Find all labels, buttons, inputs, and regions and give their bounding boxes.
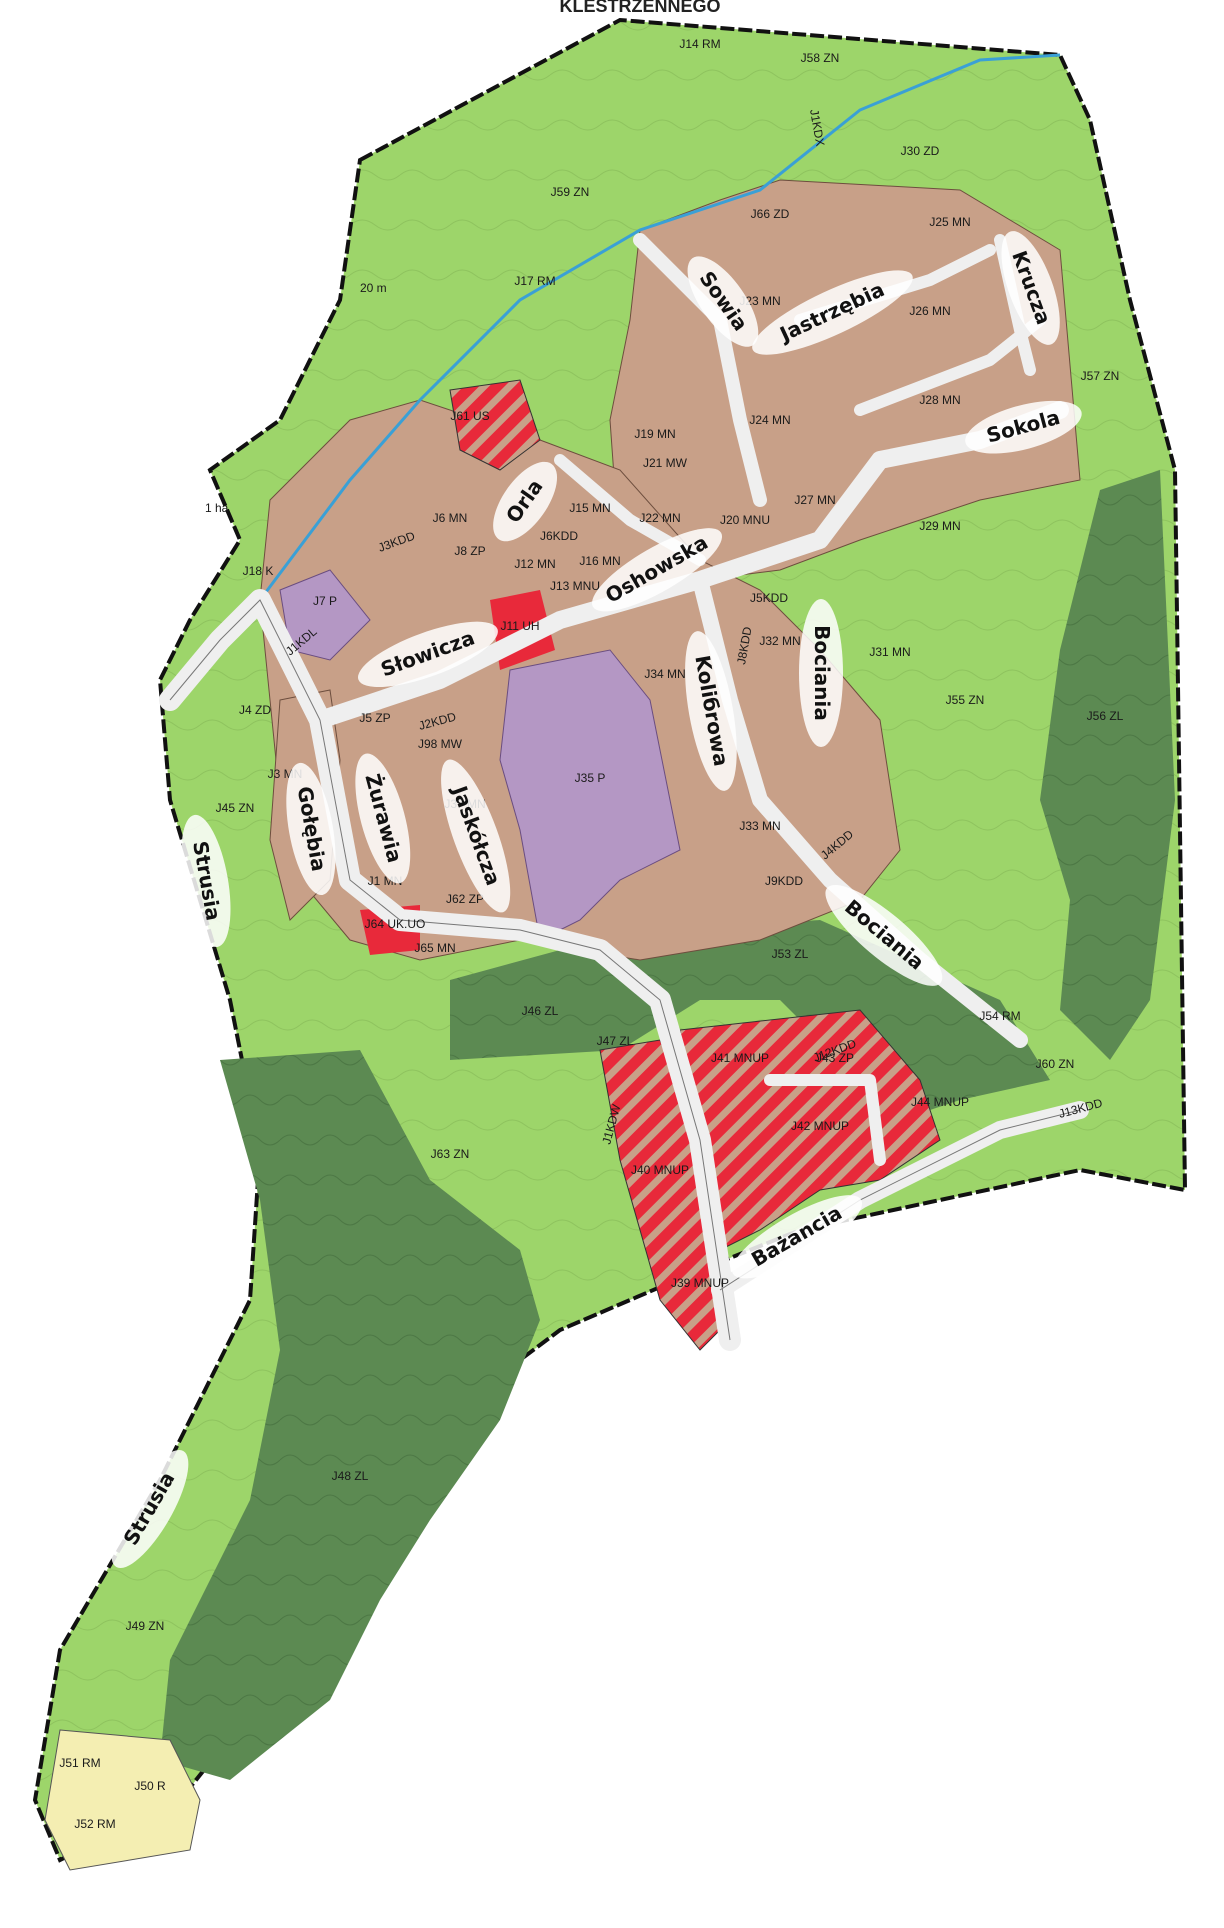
zone-label: J58 ZN: [801, 51, 840, 65]
zone-label: J40 MNUP: [631, 1163, 689, 1177]
services-j35: [499, 649, 681, 941]
zone-label: J30 ZD: [901, 144, 940, 158]
zone-label: J16 MN: [579, 554, 620, 568]
zone-label: J25 MN: [929, 215, 970, 229]
zone-label: J52 RM: [74, 1817, 115, 1831]
zone-label: J18 K: [243, 564, 274, 578]
zone-label: J59 ZN: [551, 185, 590, 199]
zone-label: J17 RM: [514, 274, 555, 288]
zone-label: J42 MNUP: [791, 1119, 849, 1133]
forest-j48: [160, 1050, 540, 1780]
street-label-halo: [752, 270, 913, 355]
road-code-label: J1KDX: [807, 108, 827, 147]
zone-label: J19 MN: [634, 427, 675, 441]
street-label-halo: [965, 400, 1082, 454]
street-label-halo: [111, 1449, 189, 1569]
forest-j56: [1040, 470, 1175, 1060]
hatched-j61: [449, 379, 541, 471]
road-code-label: J6KDD: [540, 529, 578, 543]
road-code-label: J8KDD: [734, 625, 754, 665]
street-label-group: Gołębia: [286, 762, 336, 896]
zone-label: J15 MN: [569, 501, 610, 515]
street-label-halo: [286, 762, 336, 896]
street-label-group: Strusia: [111, 1449, 189, 1569]
road-code-label: J9KDD: [765, 874, 803, 888]
street-label-halo: [731, 1195, 863, 1279]
zone-label: J4 ZD: [239, 703, 271, 717]
zone-label: J55 ZN: [946, 693, 985, 707]
area-marker: 1 ha: [205, 501, 229, 515]
zone-label: J98 MW: [418, 737, 463, 751]
zone-label: J66 ZD: [751, 207, 790, 221]
street-label-halo: [358, 621, 498, 688]
zone-label: J47 ZL: [597, 1034, 634, 1048]
street-label-halo: [687, 256, 759, 347]
zone-label: J51 RM: [59, 1756, 100, 1770]
zone-label: J33 MN: [739, 819, 780, 833]
zone-label: J45 ZN: [216, 801, 255, 815]
zone-label: J32 MN: [759, 634, 800, 648]
zone-labels: J14 RM J58 ZN J30 ZD J59 ZN J66 ZD J25 MN J17 …: [59, 37, 1123, 1831]
zone-label: J34 MN: [644, 667, 685, 681]
zone-label: J12 MN: [514, 557, 555, 571]
zone-label: J62 ZP: [446, 892, 484, 906]
zone-label: J41 MNUP: [711, 1051, 769, 1065]
zone-label: J20 MNU: [720, 513, 770, 527]
street-label-halo: [181, 814, 231, 948]
zone-label: J21 MW: [643, 456, 688, 470]
zone-label: J64 UK.UO: [365, 917, 426, 931]
zone-label: J43 ZP: [816, 1051, 854, 1065]
street-label: Bociania: [810, 625, 834, 721]
road-code-label: J5KDD: [750, 591, 788, 605]
street-label-group: Bociania: [799, 599, 843, 747]
zone-label: J48 ZL: [332, 1469, 369, 1483]
zone-label: J49 ZN: [126, 1619, 165, 1633]
zone-label: J53 ZL: [772, 947, 809, 961]
street-label-halo: [799, 599, 843, 747]
map-top-label: KLESTRZENNEGO: [559, 0, 720, 16]
zone-label: J14 RM: [679, 37, 720, 51]
zone-label: J60 ZN: [1036, 1057, 1075, 1071]
street-label-halo: [1001, 231, 1060, 345]
street-label-halo: [493, 461, 558, 542]
zone-label: J22 MN: [639, 511, 680, 525]
zone-label: J50 R: [134, 1779, 166, 1793]
zone-label: J57 ZN: [1081, 369, 1120, 383]
zone-label: J27 MN: [794, 493, 835, 507]
zone-label: J46 ZL: [522, 1004, 559, 1018]
street-label-halo: [685, 631, 737, 791]
zone-label: J35 P: [575, 771, 606, 785]
zone-label: J39 MNUP: [671, 1276, 729, 1290]
zone-label: J65 MN: [414, 941, 455, 955]
zone-label: J11 UH: [500, 619, 539, 633]
distance-marker: 20 m: [360, 281, 387, 295]
street-label-halo: [441, 759, 511, 913]
zone-label: J63 ZN: [431, 1147, 470, 1161]
zone-label: J7 P: [313, 594, 337, 608]
zone-label: J8 ZP: [454, 544, 485, 558]
zone-label: J6 MN: [433, 511, 468, 525]
zone-label: J31 MN: [869, 645, 910, 659]
street-label-halo: [591, 528, 723, 612]
street-label-halo: [355, 753, 411, 884]
zone-label: J28 MN: [919, 393, 960, 407]
stream: [258, 53, 1061, 601]
zone-label: J24 MN: [749, 413, 790, 427]
street-label-halo: [825, 884, 943, 986]
zone-label: J29 MN: [919, 519, 960, 533]
zone-label: J56 ZL: [1087, 709, 1124, 723]
agri-j50: [44, 1729, 201, 1871]
zone-label: J44 MNUP: [911, 1095, 969, 1109]
street-label-group: Strusia: [181, 814, 231, 948]
zone-label: J5 ZP: [359, 711, 390, 725]
zone-label: J54 RM: [979, 1009, 1020, 1023]
zone-label: J13 MNU: [550, 579, 600, 593]
zone-label: J61 US: [450, 409, 489, 423]
zone-label: J26 MN: [909, 304, 950, 318]
